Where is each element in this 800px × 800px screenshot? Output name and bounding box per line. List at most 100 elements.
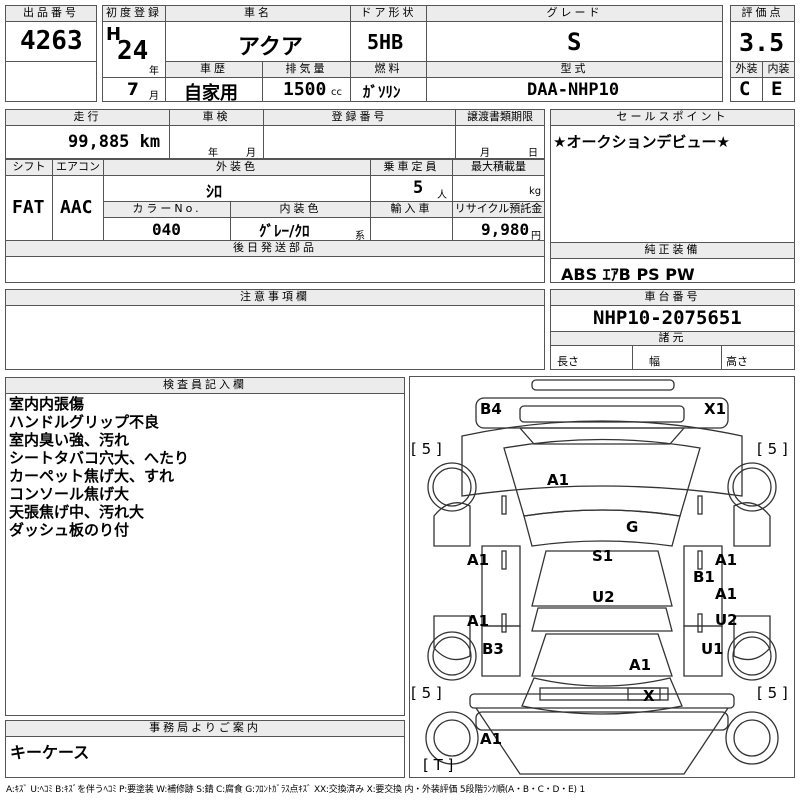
interior-label: 内装	[762, 61, 795, 78]
capacity-unit: 人	[437, 190, 447, 201]
office-cell: キーケース	[5, 736, 405, 778]
damage-mark: A1	[629, 656, 652, 674]
office-note: キーケース	[10, 743, 90, 762]
history: 自家用	[184, 83, 238, 104]
fuel: ｶﾞｿﾘﾝ	[363, 83, 401, 101]
intcolor-cell: ｸﾞﾚｰ/ｸﾛ 系	[230, 217, 371, 242]
lot-no: 4263	[20, 26, 83, 56]
spec-length-label: 長さ	[557, 355, 579, 368]
spec-width-label: 幅	[649, 355, 660, 368]
damage-mark: S1	[592, 547, 614, 565]
colorno-cell: 040	[103, 217, 231, 241]
regno-cell	[263, 125, 456, 159]
first-reg-label: 初度登録	[102, 5, 166, 22]
lot-no-cell: 4263	[5, 21, 97, 62]
load-label: 最大積載量	[452, 159, 545, 176]
car-diagram-frame	[409, 376, 795, 778]
regno-label: 登録番号	[263, 109, 456, 126]
month-unit: 月	[149, 91, 159, 102]
inspection-year-unit: 年	[208, 148, 218, 159]
door-label: ドア形状	[350, 5, 427, 22]
import-cell	[370, 217, 453, 241]
first-reg-year-cell: H 24 年	[102, 21, 166, 78]
fuel-label: 燃料	[350, 61, 427, 78]
import-label: 輸入車	[370, 201, 453, 218]
inspector-notes-cell: 室内内張傷 ハンドルグリップ不良 室内臭い強、汚れ シートタバコ穴大、へたり カ…	[5, 393, 405, 716]
capacity: 5	[413, 178, 424, 198]
legend: A:ｷｽﾞ U:ﾍｺﾐ B:ｷｽﾞを伴うﾍｺﾐ P:要塗装 W:補修跡 S:錆 …	[6, 785, 585, 795]
year-unit: 年	[149, 66, 159, 77]
interior-color-unit: 系	[355, 231, 365, 242]
damage-mark: U2	[592, 588, 615, 606]
load-unit: kg	[529, 186, 542, 197]
model: DAA-NHP10	[527, 80, 620, 100]
spec-height-cell: 高さ	[721, 345, 795, 370]
damage-mark: B4	[480, 400, 502, 418]
door-cell: 5HB	[350, 21, 427, 62]
damage-mark: X	[643, 687, 655, 705]
equipment-label: 純正装備	[550, 242, 795, 259]
ac-label: エアコン	[52, 159, 104, 176]
capacity-label: 乗車定員	[370, 159, 453, 176]
mileage-label: 走行	[5, 109, 170, 126]
notes-label: 注意事項欄	[5, 289, 545, 306]
lot-no-label: 出品番号	[5, 5, 97, 22]
damage-mark: A1	[547, 471, 570, 489]
damage-mark: U1	[701, 640, 724, 658]
sales-cell: ★オークションデビュー★	[550, 125, 795, 243]
interior-color: ｸﾞﾚｰ/ｸﾛ	[259, 222, 310, 240]
transfer-cell: 月 日	[455, 125, 545, 159]
sales-point: ★オークションデビュー★	[553, 133, 730, 151]
spare-tire: [ T ]	[423, 756, 454, 774]
recycle: 9,980	[481, 220, 530, 239]
damage-mark: B1	[693, 568, 715, 586]
spec-height-label: 高さ	[726, 355, 748, 368]
car-diagram	[425, 379, 779, 775]
damage-mark: X1	[704, 400, 727, 418]
recycle-cell: 9,980 円	[452, 217, 545, 242]
later-parts-label: 後日発送部品	[5, 240, 545, 257]
notes-cell	[5, 305, 545, 370]
score-cell: 3.5	[730, 21, 795, 62]
interior-cell: E	[762, 77, 795, 102]
displacement-label: 排気量	[262, 61, 351, 78]
lot-no-empty	[5, 61, 97, 102]
inspector-note: シートタバコ穴大、へたり	[9, 449, 190, 467]
inspector-label: 検査員記入欄	[5, 377, 405, 394]
equipment: ABS ｴｱB PS PW	[561, 265, 695, 284]
grade-label: グレード	[426, 5, 723, 22]
damage-mark: A1	[467, 551, 490, 569]
inspection-label: 車検	[169, 109, 264, 126]
door: 5HB	[367, 30, 404, 54]
car-name-label: 車名	[165, 5, 351, 22]
displacement-cell: 1500 cc	[262, 77, 351, 102]
model-cell: DAA-NHP10	[426, 77, 723, 102]
first-reg-month-cell: 7 月	[102, 77, 166, 102]
damage-mark: U2	[715, 611, 738, 629]
displacement: 1500	[283, 79, 327, 100]
interior-score: E	[771, 78, 783, 100]
sales-label: セールスポイント	[550, 109, 795, 126]
tire-tread-front-right: [ 5 ]	[757, 440, 788, 458]
transfer-month-unit: 月	[480, 148, 490, 159]
inspector-note: コンソール焦げ大	[9, 485, 130, 503]
score-label: 評価点	[730, 5, 795, 22]
color-cell: ｼﾛ	[103, 175, 371, 202]
color: ｼﾛ	[206, 182, 223, 201]
exterior-label: 外装	[730, 61, 763, 78]
chassis-label: 車台番号	[550, 289, 795, 306]
chassis-cell: NHP10-2075651	[550, 305, 795, 332]
color-no: 040	[152, 220, 181, 239]
damage-mark: A1	[715, 551, 738, 569]
inspection-cell: 年 月	[169, 125, 264, 159]
chassis-number: NHP10-2075651	[593, 307, 742, 329]
shift-cell: FAT	[5, 175, 53, 241]
intcolor-label: 内装色	[230, 201, 371, 218]
grade-cell: S	[426, 21, 723, 62]
exterior-score: C	[739, 78, 751, 100]
specs-label: 諸元	[550, 331, 795, 346]
model-label: 型式	[426, 61, 723, 78]
car-name-cell: アクア	[165, 21, 351, 62]
spec-width-cell: 幅	[632, 345, 722, 370]
grade: S	[567, 28, 582, 56]
